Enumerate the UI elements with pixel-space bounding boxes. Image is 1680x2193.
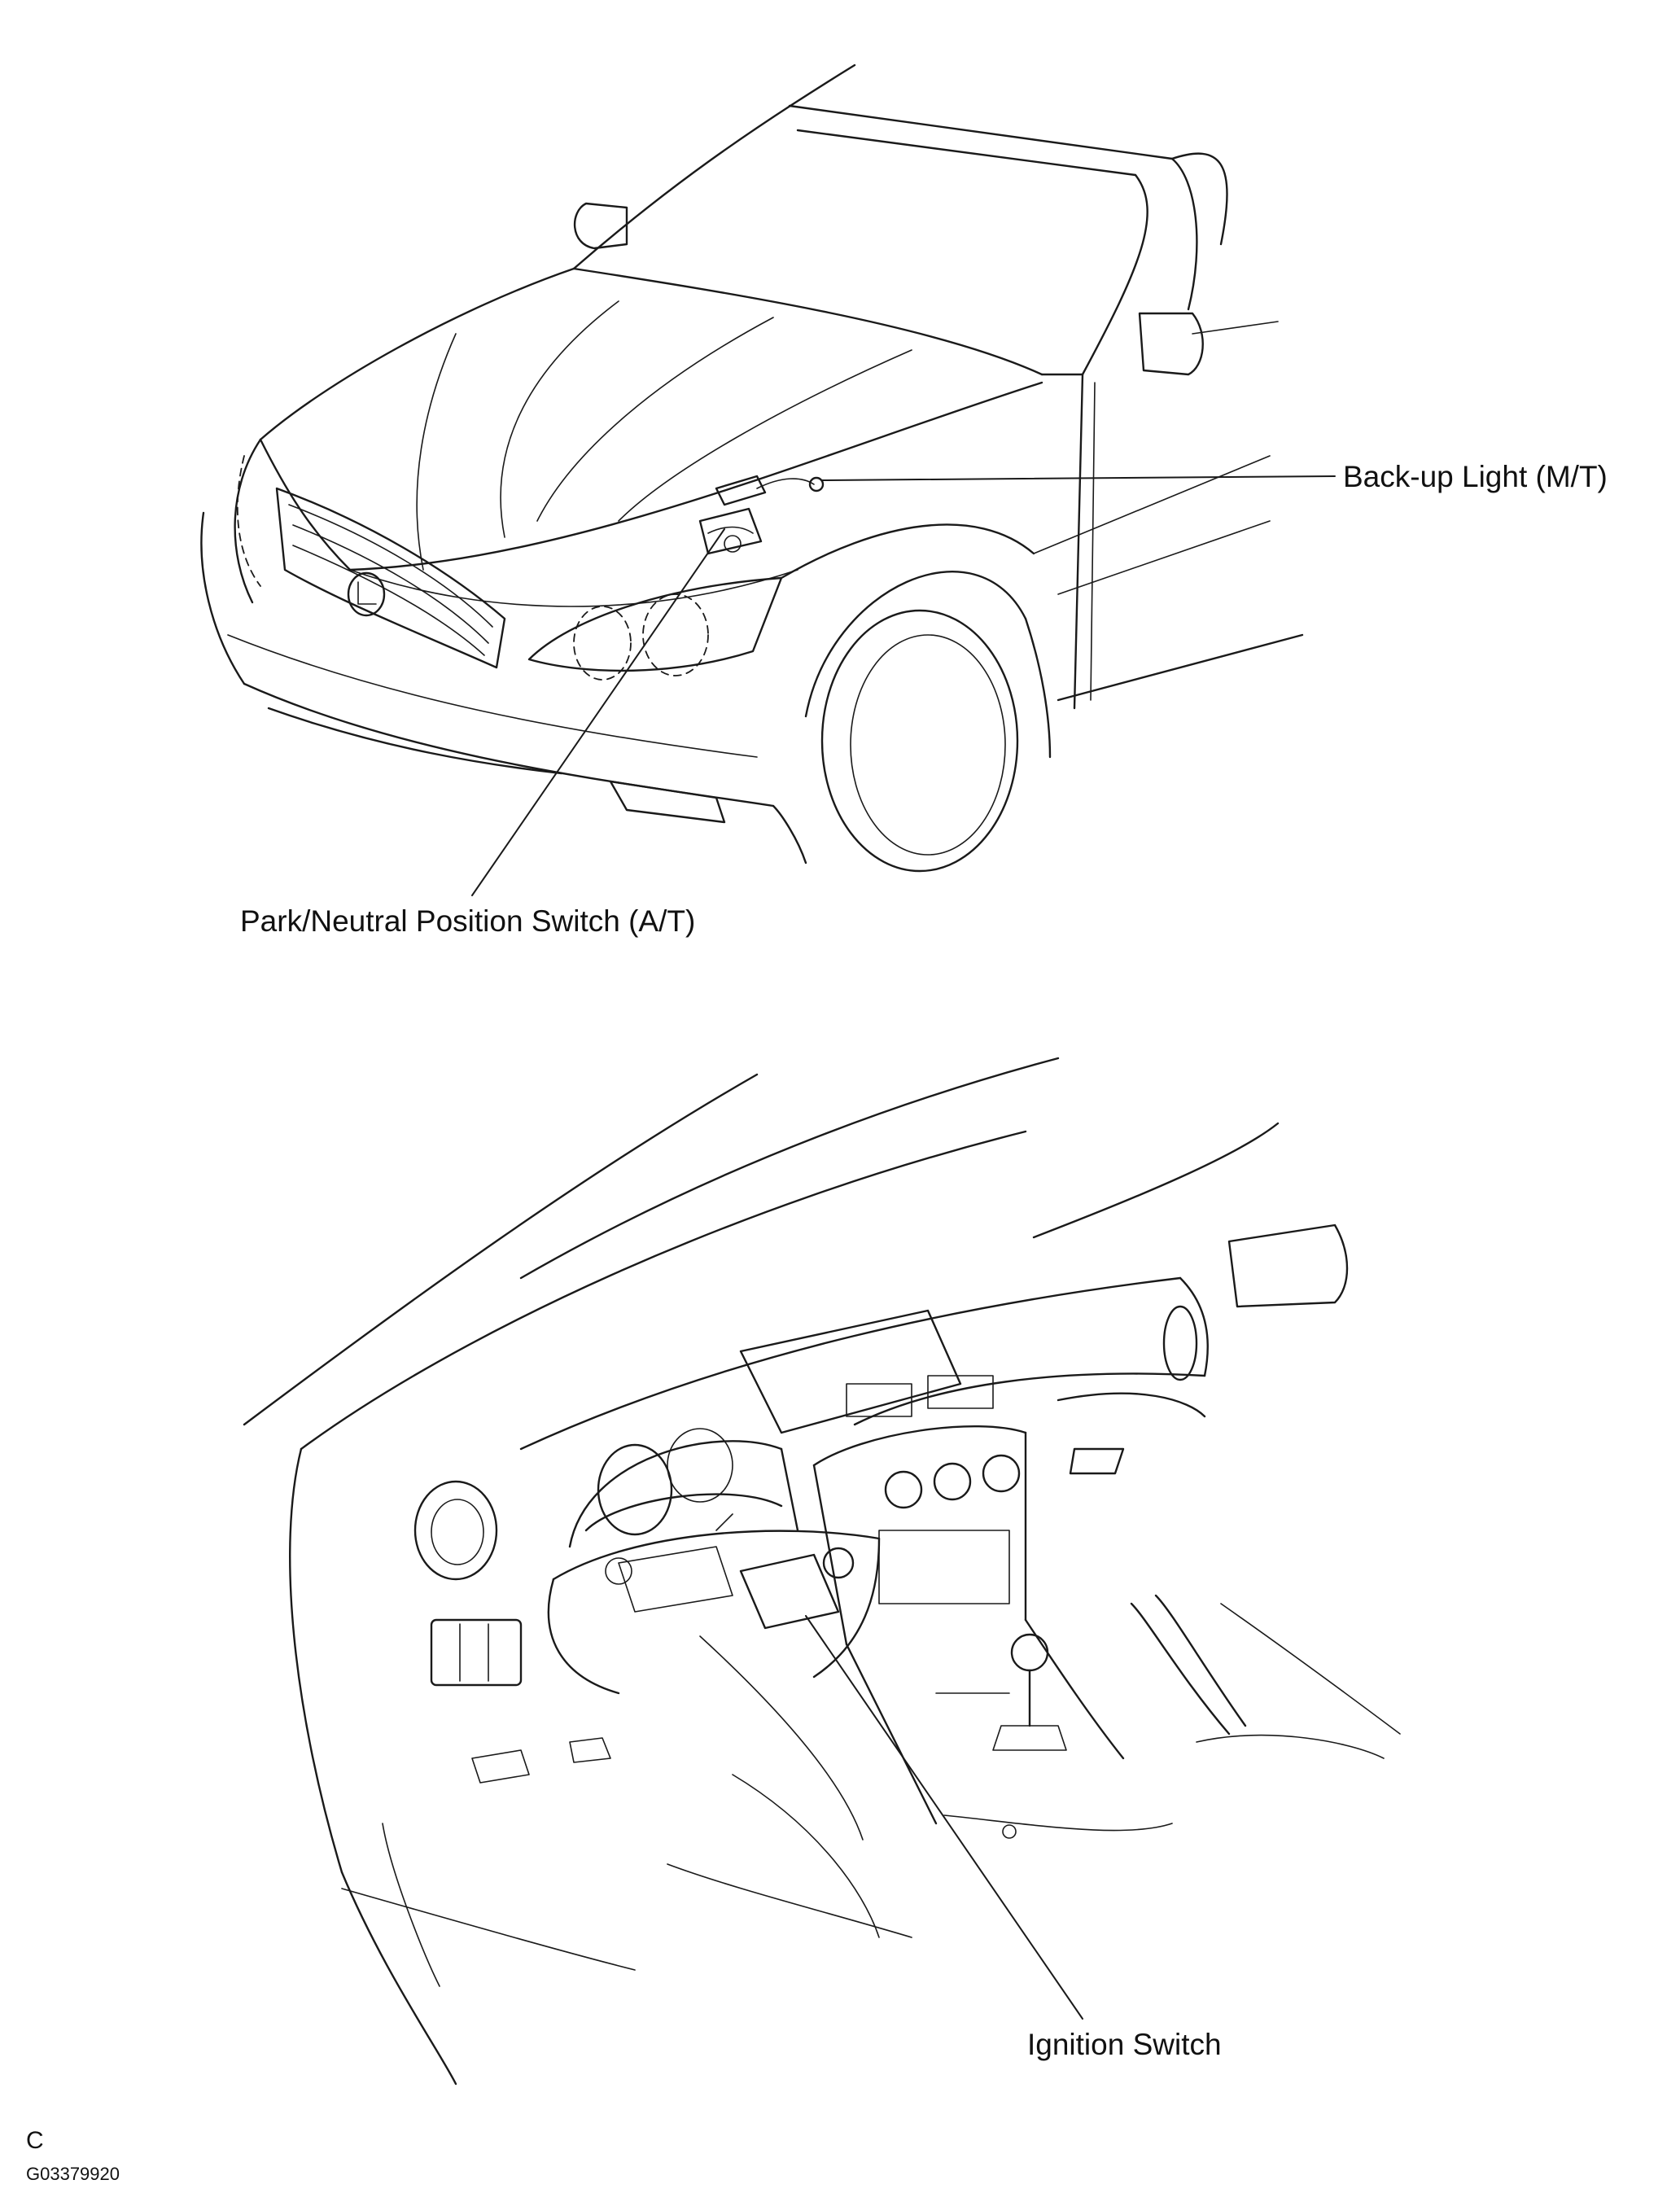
ignition-leader [805, 1615, 1083, 2020]
parking-brake [1130, 1602, 1231, 1736]
lexus-emblem-icon [347, 571, 386, 617]
right-headlight [527, 576, 783, 672]
speedometer [597, 1443, 673, 1536]
interior-right-mirror [1227, 1223, 1349, 1308]
park-neutral-switch [698, 507, 763, 555]
ignition-switch-label: Ignition Switch [1027, 2028, 1222, 2061]
left-vent [413, 1480, 498, 1581]
knob-3 [982, 1454, 1021, 1493]
park-neutral-switch-label: Park/Neutral Position Switch (A/T) [240, 904, 696, 938]
left-mirror [574, 202, 628, 250]
section-letter: C [26, 2127, 44, 2154]
right-mirror [1138, 312, 1204, 376]
center-vent-left [846, 1383, 912, 1417]
center-display [739, 1309, 962, 1434]
ignition-switch-body [739, 1553, 840, 1630]
front-wheel [820, 609, 1019, 873]
glovebox-handle [1069, 1447, 1125, 1475]
gear-shift-icon [992, 1633, 1067, 1751]
knob-1 [884, 1470, 923, 1509]
knob-2 [933, 1462, 972, 1501]
steering-column-icon [547, 1513, 881, 1695]
backup-light-switch [715, 475, 825, 506]
grille [275, 487, 506, 669]
backup-light-leader [821, 475, 1336, 481]
park-neutral-leader [471, 528, 725, 896]
tachometer [667, 1428, 733, 1503]
car-front-view [200, 63, 1336, 896]
backup-light-label: Back-up Light (M/T) [1343, 460, 1608, 493]
car-interior-view [243, 1057, 1401, 2086]
figure-code: G03379920 [26, 2164, 120, 2184]
center-vent-right [927, 1375, 994, 1409]
